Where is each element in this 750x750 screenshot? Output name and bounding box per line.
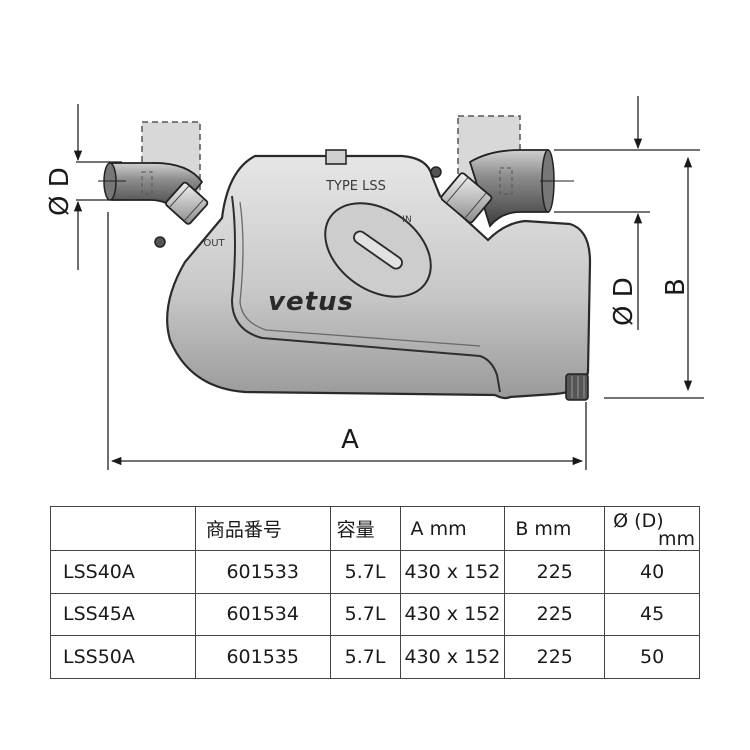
dim-b-label: B: [661, 278, 691, 296]
header-model: [50, 506, 196, 551]
cell-part-number: 601534: [194, 592, 331, 637]
dim-d-right-label: Ø D: [609, 277, 639, 326]
cell-model: LSS40A: [50, 550, 196, 594]
out-clamp-screw: [154, 236, 166, 248]
baffle-line: [230, 195, 501, 393]
in-clamp-screw: [430, 166, 442, 178]
dim-d-left-label: Ø D: [45, 167, 75, 216]
cell-part-number: 601535: [194, 635, 331, 679]
dim-d-right: [540, 96, 700, 330]
spec-table: 商品番号 容量 A mm B mm Ø (D) mm LSS40A 601533…: [50, 506, 700, 679]
cell-b-mm: 225: [504, 592, 606, 637]
header-capacity: 容量: [329, 506, 401, 551]
cell-a-mm: 430 x 152: [399, 550, 506, 594]
cell-b-mm: 225: [504, 635, 606, 679]
dim-b: [604, 156, 704, 399]
header-part-number: 商品番号: [194, 506, 331, 551]
cell-capacity: 5.7L: [329, 592, 401, 637]
port-in-label: IN: [402, 215, 411, 225]
header-d-line1: Ø (D): [613, 510, 664, 532]
cell-a-mm: 430 x 152: [399, 592, 506, 637]
table-row: LSS45A 601534 5.7L 430 x 152 225 45: [50, 592, 700, 637]
table-header-row: 商品番号 容量 A mm B mm Ø (D) mm: [50, 506, 700, 551]
baffle-line-inner: [239, 201, 481, 347]
header-d-mm: Ø (D) mm: [604, 506, 700, 551]
drain-plug: [565, 373, 589, 401]
inspection-cover: [324, 202, 432, 298]
top-rib: [325, 149, 347, 165]
cell-d: 45: [604, 592, 700, 637]
out-hose-clamp: [165, 181, 209, 225]
in-hose-clamp: [440, 172, 493, 224]
cell-b-mm: 225: [504, 550, 606, 594]
header-a-mm: A mm: [399, 506, 506, 551]
port-out-label: OUT: [203, 238, 225, 249]
cell-model: LSS45A: [50, 592, 196, 637]
dim-d-left: [73, 104, 126, 270]
dim-a-label: A: [341, 425, 359, 455]
cell-a-mm: 430 x 152: [399, 635, 506, 679]
header-d-line2: mm: [657, 528, 695, 550]
cell-capacity: 5.7L: [329, 635, 401, 679]
brand-logo: vetus: [268, 287, 354, 317]
cell-part-number: 601533: [194, 550, 331, 594]
table-row: LSS50A 601535 5.7L 430 x 152 225 50: [50, 635, 700, 679]
type-label: TYPE LSS: [325, 179, 386, 194]
cell-d: 40: [604, 550, 700, 594]
in-hose: [468, 149, 555, 228]
cell-capacity: 5.7L: [329, 550, 401, 594]
cell-d: 50: [604, 635, 700, 679]
header-b-mm: B mm: [504, 506, 606, 551]
waterlock-diagram: TYPE LSS IN OUT vetus Ø D Ø D B A: [45, 96, 704, 470]
cell-model: LSS50A: [50, 635, 196, 679]
table-row: LSS40A 601533 5.7L 430 x 152 225 40: [50, 550, 700, 594]
dim-a: [107, 212, 587, 470]
